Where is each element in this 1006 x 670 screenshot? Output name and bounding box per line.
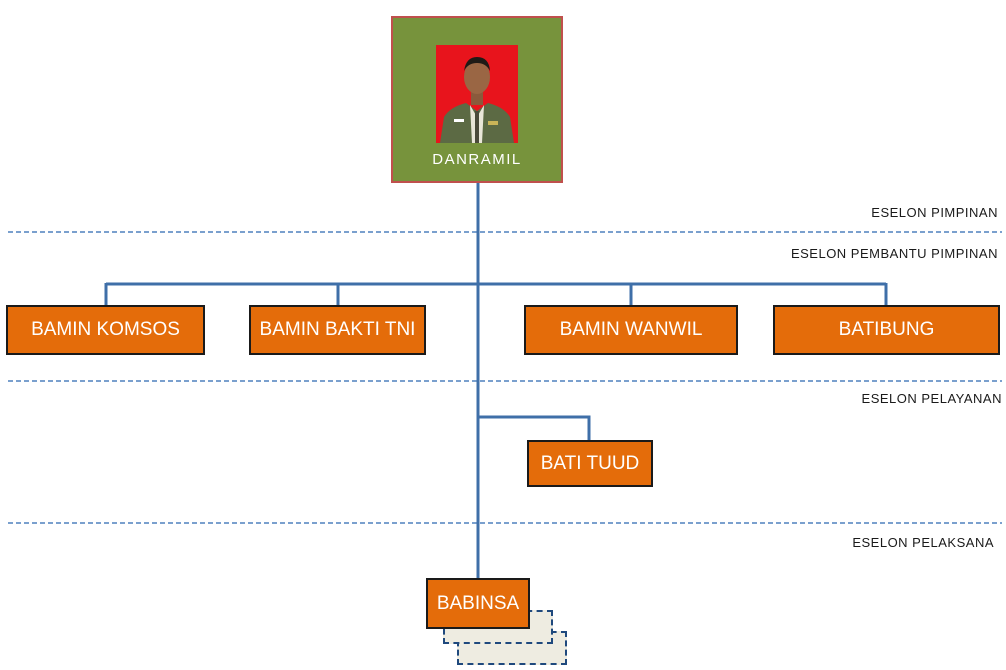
service-box-bati-tuud: BATI TUUD — [527, 440, 653, 487]
tier-label-pimpinan: ESELON PIMPINAN — [871, 205, 998, 220]
staff-box-batibung: BATIBUNG — [773, 305, 1000, 355]
tier-label-pelaksana: ESELON PELAKSANA — [852, 535, 994, 550]
staff-box-bamin-bakti-tni: BAMIN BAKTI TNI — [249, 305, 426, 355]
head-title: DANRAMIL — [432, 151, 522, 168]
tier-label-pelayanan: ESELON PELAYANAN — [861, 391, 1002, 406]
staff-box-bamin-wanwil: BAMIN WANWIL — [524, 305, 738, 355]
officer-photo — [436, 45, 518, 143]
tier-label-pembantu-pimpinan: ESELON PEMBANTU PIMPINAN — [790, 246, 998, 261]
staff-box-bamin-komsos: BAMIN KOMSOS — [6, 305, 205, 355]
service-branch-connector — [478, 415, 591, 440]
executor-box-babinsa: BABINSA — [426, 578, 530, 629]
danramil-box: DANRAMIL — [391, 16, 563, 183]
